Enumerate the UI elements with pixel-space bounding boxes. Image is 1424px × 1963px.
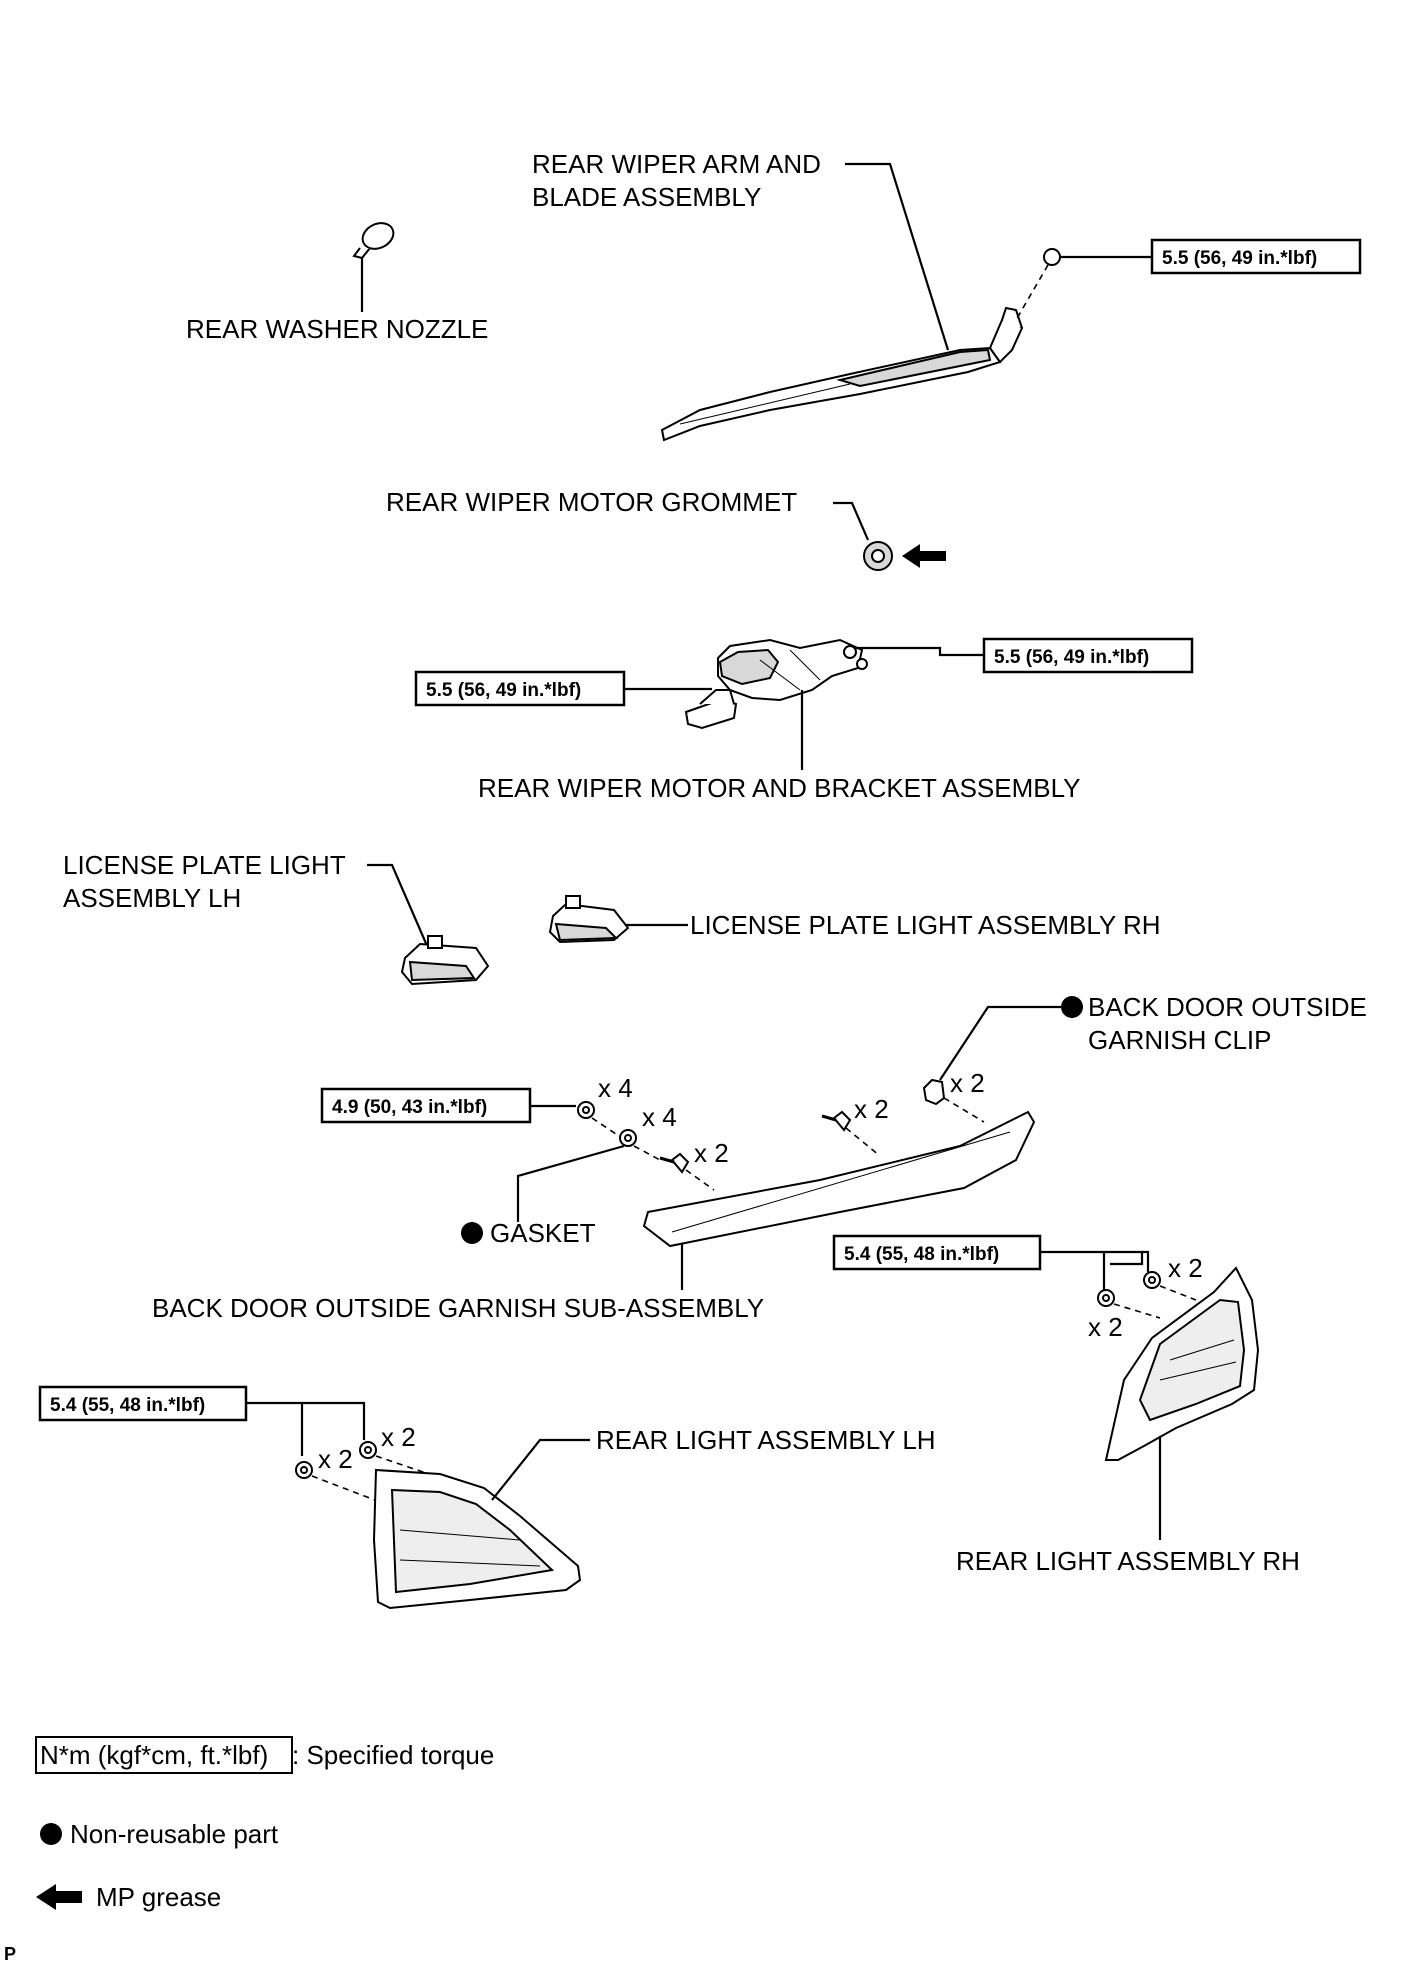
rear-wiper-motor-group: 5.5 (56, 49 in.*lbf) 5.5 (56, 49 in.*lbf… — [414, 637, 1194, 803]
gasket-non-reusable-dot-icon — [461, 1222, 483, 1244]
garnish-nut-count: x 4 — [598, 1073, 633, 1103]
light-rh-nut-lower — [1097, 1289, 1115, 1307]
light-lh-torque-box — [38, 1385, 248, 1422]
rear-wiper-arm-group: REAR WIPER ARM AND BLADE ASSEMBLY 5.5 (5… — [532, 149, 1362, 442]
light-rh-nut-upper — [1143, 1271, 1161, 1289]
gasket-label: GASKET — [490, 1218, 596, 1248]
license-rh-label: LICENSE PLATE LIGHT ASSEMBLY RH — [690, 910, 1161, 940]
corner-mark: P — [4, 1944, 16, 1963]
light-lh-left-dash — [311, 1475, 381, 1503]
garnish-clip-label-line1: BACK DOOR OUTSIDE — [1088, 992, 1367, 1022]
wiper-arm-nut — [1043, 248, 1061, 266]
rear-wiper-arm-label-line2: BLADE ASSEMBLY — [532, 182, 761, 212]
motor-right-torque-box — [982, 637, 1194, 674]
rear-light-rh-label: REAR LIGHT ASSEMBLY RH — [956, 1546, 1300, 1576]
gasket-count: x 4 — [642, 1102, 677, 1132]
garnish-screw-left-count: x 2 — [694, 1138, 729, 1168]
license-rh-part — [548, 895, 630, 944]
garnish-clip-non-reusable-dot-icon — [1061, 996, 1083, 1018]
motor-left-torque-value: 5.5 (56, 49 in.*lbf) — [426, 680, 581, 701]
grommet-leader — [833, 501, 870, 541]
wiper-arm-nut-dash — [1015, 264, 1049, 321]
motor-right-torque-leader — [854, 646, 984, 657]
rear-wiper-arm-leader — [845, 162, 950, 351]
light-lh-right-count: x 2 — [381, 1422, 416, 1452]
rear-wiper-motor-grommet-group: REAR WIPER MOTOR GROMMET — [386, 487, 946, 571]
rear-wiper-motor-grommet-label: REAR WIPER MOTOR GROMMET — [386, 487, 797, 517]
light-rh-upper-count: x 2 — [1168, 1253, 1203, 1283]
mp-grease-arrow-icon — [902, 544, 946, 568]
license-plate-light-rh-group: LICENSE PLATE LIGHT ASSEMBLY RH — [548, 895, 1161, 944]
garnish-nut-part — [577, 1101, 595, 1119]
motor-left-torque-box — [414, 670, 626, 707]
legend-torque-box-text: N*m (kgf*cm, ft.*lbf) — [40, 1740, 268, 1770]
garnish-clip-dash — [943, 1097, 985, 1123]
gasket-dash — [633, 1145, 661, 1161]
legend-non-reusable: Non-reusable part — [70, 1819, 279, 1849]
light-lh-torque-leader-a — [246, 1401, 366, 1440]
non-reusable-dot-icon — [40, 1823, 62, 1845]
garnish-clip-label-line2: GARNISH CLIP — [1088, 1025, 1272, 1055]
rear-light-rh-group: 5.4 (55, 48 in.*lbf) x 2 x 2 REAR LIGHT … — [832, 1234, 1300, 1576]
garnish-clip-leader — [939, 1005, 1061, 1081]
garnish-nut-dash — [591, 1117, 623, 1139]
light-lh-left-count: x 2 — [318, 1444, 353, 1474]
rear-wiper-arm-label-line1: REAR WIPER ARM AND — [532, 149, 821, 179]
garnish-sub-label: BACK DOOR OUTSIDE GARNISH SUB-ASSEMBLY — [152, 1293, 764, 1323]
license-lh-leader — [367, 863, 430, 949]
gasket-part — [619, 1129, 637, 1147]
garnish-torque-box — [320, 1087, 532, 1124]
light-lh-nut-left — [295, 1461, 313, 1479]
garnish-clip-part — [922, 1078, 946, 1106]
garnish-screw-right-count: x 2 — [854, 1094, 889, 1124]
license-lh-label-line1: LICENSE PLATE LIGHT — [63, 850, 346, 880]
wiper-arm-torque-value: 5.5 (56, 49 in.*lbf) — [1162, 248, 1317, 269]
license-plate-light-lh-group: LICENSE PLATE LIGHT ASSEMBLY LH — [63, 850, 490, 986]
garnish-screw-right-dash — [845, 1127, 881, 1157]
garnish-screw-right-part — [821, 1110, 852, 1132]
garnish-screw-left-part — [659, 1152, 690, 1174]
light-rh-torque-leader-a — [1040, 1250, 1144, 1266]
legend-torque-box — [35, 1736, 293, 1774]
garnish-torque-value: 4.9 (50, 43 in.*lbf) — [332, 1097, 487, 1118]
rear-light-lh-label: REAR LIGHT ASSEMBLY LH — [596, 1425, 936, 1455]
rear-washer-nozzle-part — [352, 222, 395, 260]
light-rh-torque-value: 5.4 (55, 48 in.*lbf) — [844, 1244, 999, 1265]
rear-washer-nozzle-group: REAR WASHER NOZZLE — [186, 222, 488, 344]
light-rh-lower-count: x 2 — [1088, 1312, 1123, 1342]
rear-wiper-motor-label: REAR WIPER MOTOR AND BRACKET ASSEMBLY — [478, 773, 1080, 803]
back-door-garnish-group: BACK DOOR OUTSIDE GARNISH CLIP x 2 x 2 4… — [152, 992, 1367, 1323]
legend: N*m (kgf*cm, ft.*lbf) : Specified torque… — [4, 1736, 494, 1963]
garnish-clip-count: x 2 — [950, 1068, 985, 1098]
rear-wiper-arm-part — [660, 306, 1024, 442]
legend-mp-grease-arrow-icon — [36, 1884, 82, 1910]
rear-washer-nozzle-label: REAR WASHER NOZZLE — [186, 314, 488, 344]
light-rh-upper-dash — [1159, 1285, 1197, 1301]
legend-torque-desc: : Specified torque — [292, 1740, 494, 1770]
legend-mp-grease: MP grease — [96, 1882, 221, 1912]
light-rh-torque-box — [832, 1234, 1042, 1271]
rear-light-rh-part — [1104, 1266, 1260, 1461]
garnish-sub-part — [642, 1110, 1036, 1248]
light-rh-torque-leader-b — [1142, 1250, 1150, 1272]
grommet-part — [863, 541, 893, 571]
license-lh-part — [400, 935, 490, 986]
rear-wiper-motor-part — [684, 638, 868, 730]
rear-light-lh-group: 5.4 (55, 48 in.*lbf) x 2 x 2 REAR LIGHT … — [38, 1385, 936, 1610]
rear-light-lh-part — [372, 1468, 582, 1610]
wiper-arm-torque-box — [1150, 238, 1362, 275]
gasket-leader — [516, 1144, 625, 1222]
light-lh-leader — [491, 1438, 590, 1501]
motor-right-torque-value: 5.5 (56, 49 in.*lbf) — [994, 647, 1149, 668]
garnish-screw-left-dash — [685, 1169, 715, 1191]
light-lh-torque-value: 5.4 (55, 48 in.*lbf) — [50, 1395, 205, 1416]
license-lh-label-line2: ASSEMBLY LH — [63, 883, 241, 913]
light-lh-nut-right — [359, 1441, 377, 1459]
light-rh-lower-dash — [1113, 1303, 1161, 1319]
